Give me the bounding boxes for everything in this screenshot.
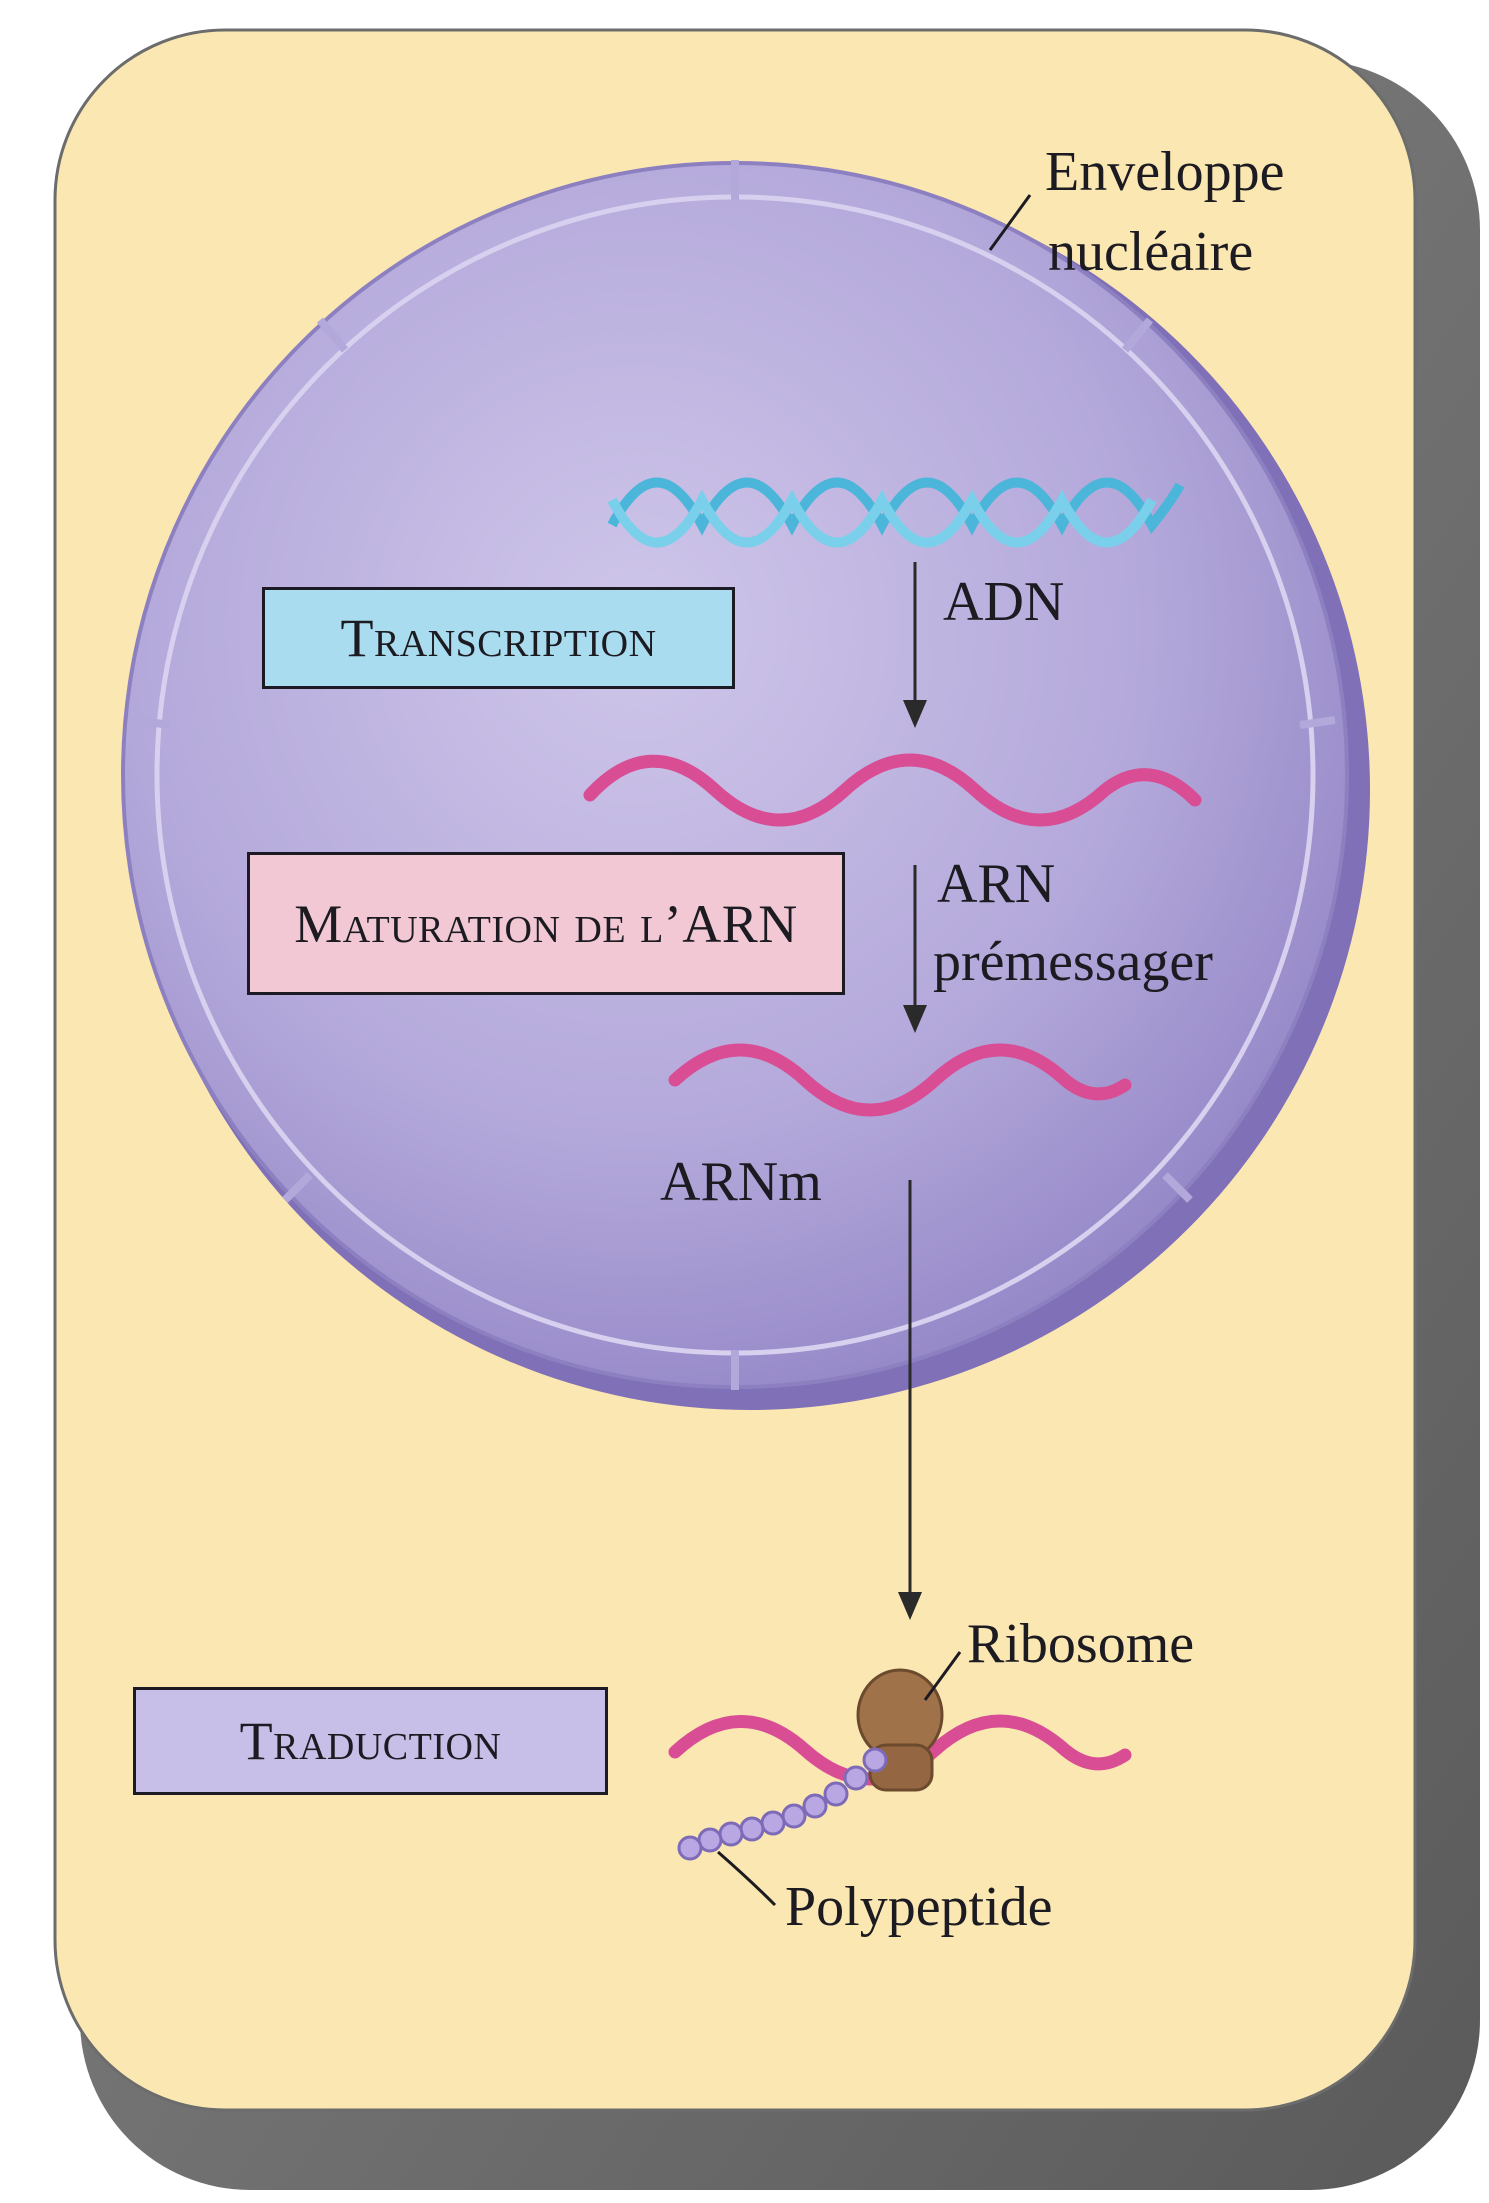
arn-label: ARN (937, 852, 1055, 916)
arn-premessager-label: prémessager (933, 930, 1213, 994)
envelope-label-line2: nucléaire (1048, 220, 1253, 284)
ribosome-label: Ribosome (967, 1612, 1194, 1676)
step-transcription-label: Transcription (340, 607, 656, 669)
step-traduction-label: Traduction (240, 1710, 502, 1772)
adn-label: ADN (943, 570, 1064, 634)
step-transcription: Transcription (262, 587, 735, 689)
step-maturation-label: Maturation de l’ARN (294, 893, 798, 955)
polypeptide-label: Polypeptide (785, 1875, 1053, 1939)
step-maturation: Maturation de l’ARN (247, 852, 845, 995)
ribosome-icon (858, 1670, 942, 1790)
step-traduction: Traduction (133, 1687, 608, 1795)
arnm-label: ARNm (660, 1150, 822, 1214)
envelope-label-line1: Enveloppe (1045, 140, 1284, 204)
